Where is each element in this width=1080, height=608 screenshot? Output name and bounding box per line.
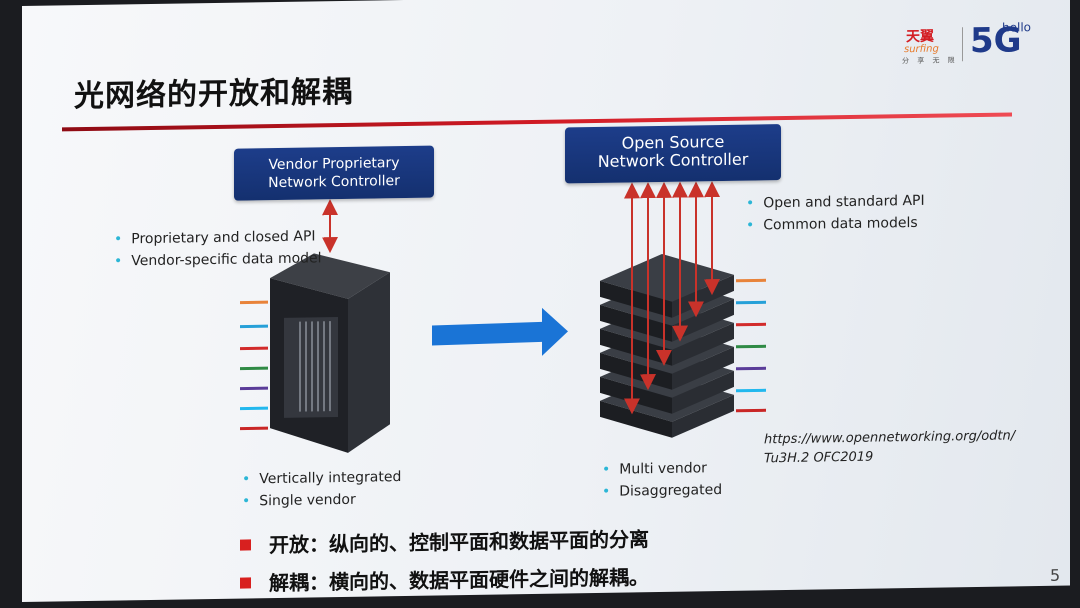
transition-arrow-icon	[432, 307, 568, 356]
page-number: 5	[1050, 565, 1061, 585]
citation-ref: Tu3H.2 OFC2019	[764, 449, 874, 467]
disaggregated-stack-icon	[600, 253, 766, 438]
open-api-bullets: Open and standard API Common data models	[746, 190, 925, 237]
conclusion-list: 开放：纵向的、控制平面和数据平面的分离 解耦：横向的、数据平面硬件之间的解耦。	[240, 520, 649, 602]
proprietary-controller-line2: Network Controller	[268, 173, 400, 192]
conclusion-item: 解耦：横向的、数据平面硬件之间的解耦。	[240, 558, 649, 602]
bullet-item: Open and standard API	[746, 190, 924, 215]
bullet-item: Disaggregated	[602, 479, 722, 503]
bullet-item: Vendor-specific data model	[114, 247, 321, 272]
bullet-item: Common data models	[746, 212, 925, 237]
open-api-arrows	[624, 181, 720, 415]
bullet-item: Vertically integrated	[242, 466, 401, 491]
proprietary-feature-bullets: Vertically integrated Single vendor	[242, 466, 401, 513]
open-source-controller-box: Open Source Network Controller	[565, 124, 781, 184]
proprietary-chassis-icon	[240, 253, 390, 453]
diagram-graphics	[240, 181, 766, 453]
proprietary-api-bullets: Proprietary and closed API Vendor-specif…	[114, 225, 322, 272]
conclusion-item: 开放：纵向的、控制平面和数据平面的分离	[240, 520, 649, 564]
bullet-item: Single vendor	[242, 488, 401, 513]
presentation-slide: 光网络的开放和解耦 天翼 surfing 分 享 无 限 5G hello	[22, 0, 1070, 603]
bullet-item: Multi vendor	[602, 457, 722, 481]
citation-url: https://www.opennetworking.org/odtn/	[764, 428, 1016, 448]
open-controller-line2: Network Controller	[597, 149, 749, 171]
citation: https://www.opennetworking.org/odtn/ Tu3…	[764, 426, 1015, 468]
proprietary-controller-box: Vendor Proprietary Network Controller	[234, 145, 434, 201]
bullet-item: Proprietary and closed API	[114, 225, 322, 250]
open-feature-bullets: Multi vendor Disaggregated	[602, 457, 722, 503]
